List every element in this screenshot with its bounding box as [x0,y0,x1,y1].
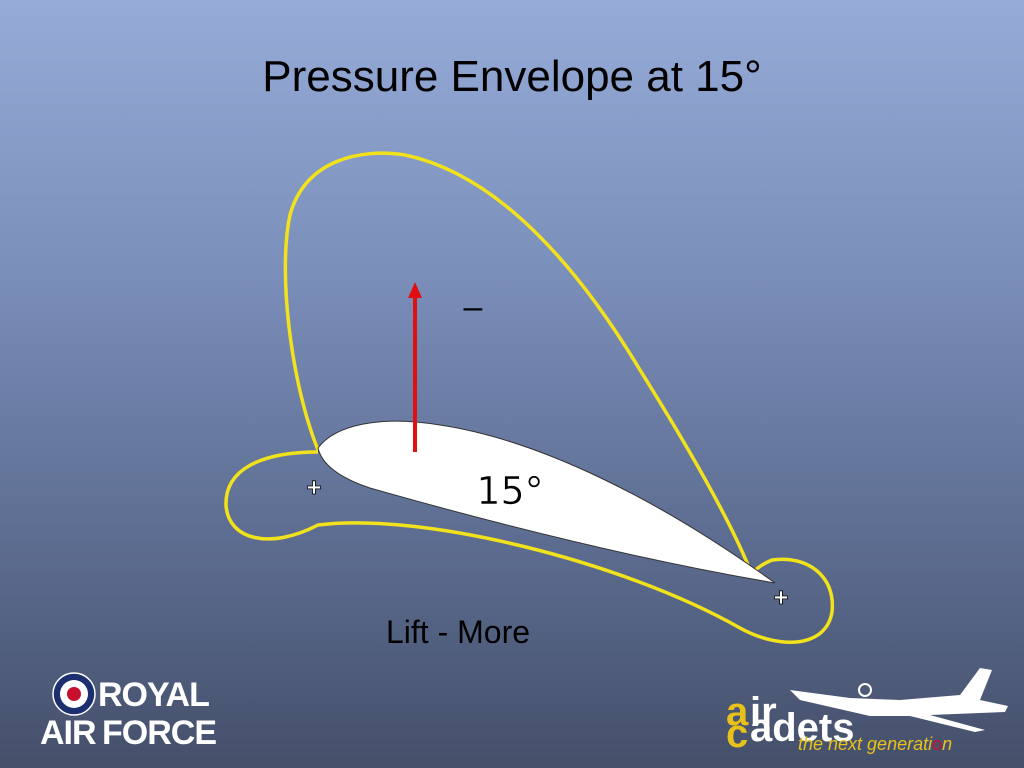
raf-text-air: AIR [40,714,97,752]
ac-tagline: the next generation [798,734,952,755]
roundel-icon [52,672,96,716]
aircraft-icon [790,668,1008,732]
ac-text-adets: adets [750,706,855,750]
lower-pressure-envelope [224,450,835,645]
caption: Lift - More [386,614,530,650]
airfoil [317,420,776,584]
plus-sign-right: + [773,582,788,612]
ac-text-ir: ir [750,690,777,734]
lift-arrow-head [408,282,422,298]
page-title: Pressure Envelope at 15° [262,52,762,101]
angle-label: 15° [476,469,543,513]
minus-sign: – [464,288,483,326]
air-cadets-logo: a ir c adets [720,660,1010,760]
ac-tagline-prefix: the next generati [798,734,933,754]
ac-tagline-suffix: n [942,734,953,754]
raf-text-force: FORCE [102,714,217,752]
raf-text-royal: ROYAL [98,676,210,714]
upper-pressure-envelope [283,151,752,571]
plus-sign-left: + [306,472,321,502]
ac-letter-c: c [726,712,749,756]
ac-tagline-roundel-o: o [932,734,943,754]
raf-logo: ROYAL AIR FORCE [40,670,220,752]
ac-letter-a: a [726,690,749,734]
